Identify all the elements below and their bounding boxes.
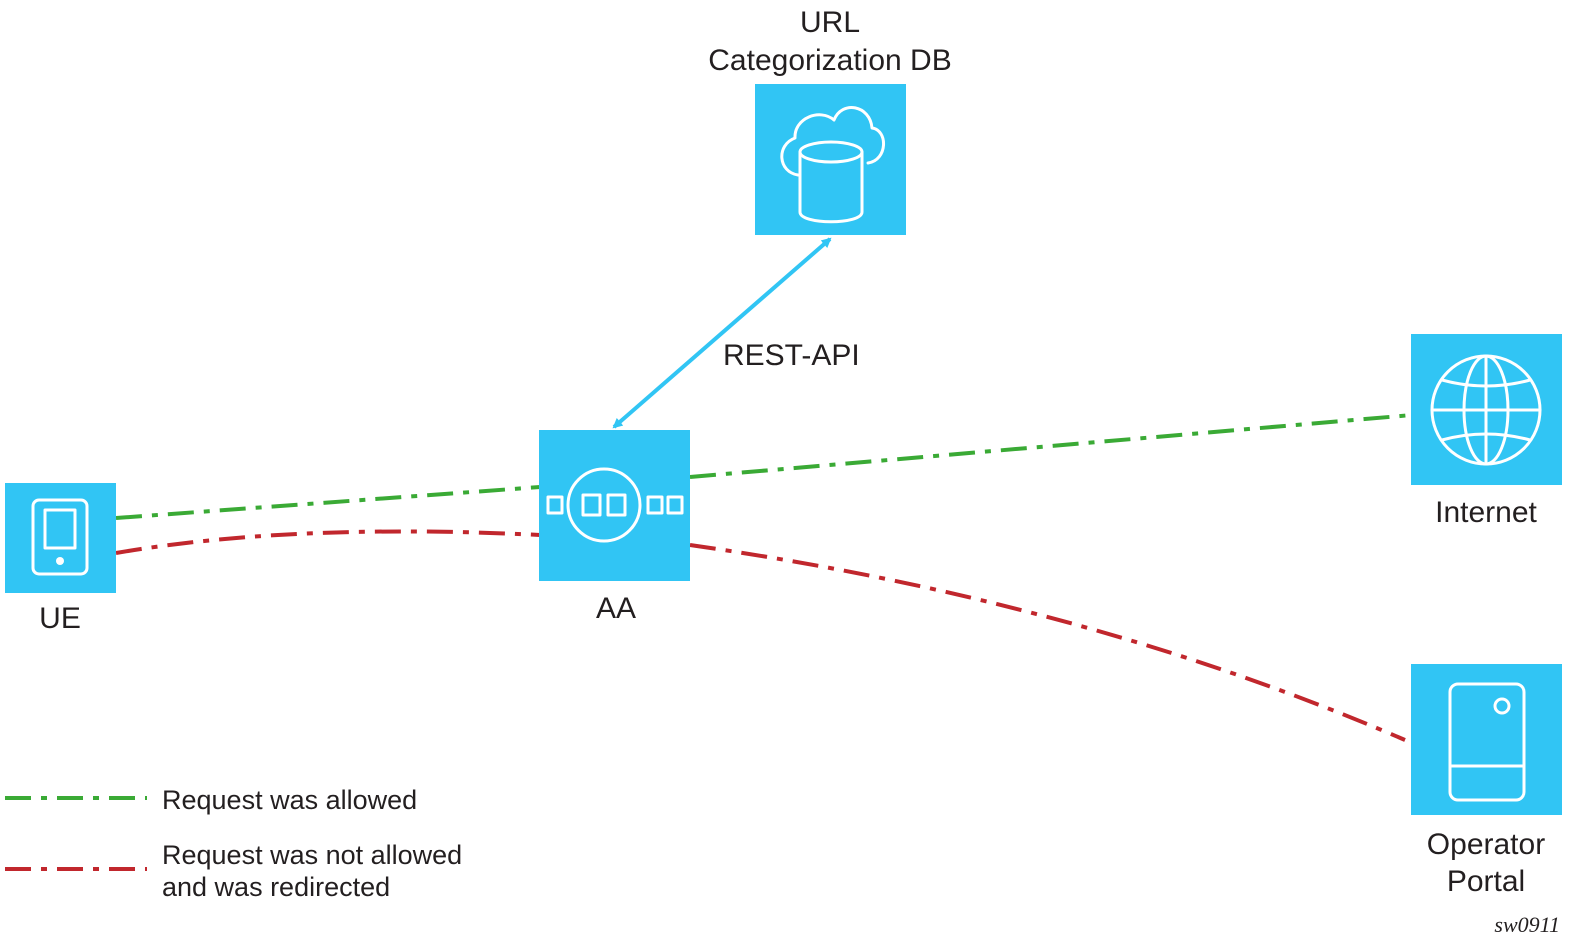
legend-redirected-label-line1: Request was not allowed <box>162 840 462 870</box>
ue-label: UE <box>39 602 81 635</box>
operator-portal-node: Operator Portal <box>1411 664 1562 898</box>
packet-processor-icon <box>546 467 684 543</box>
url-db-box <box>755 84 906 235</box>
rest-api-label: REST-API <box>723 339 860 372</box>
globe-icon <box>1430 354 1542 466</box>
url-db-label-line1: URL <box>800 6 860 39</box>
figure-id: sw0911 <box>1494 912 1560 937</box>
allowed-path-ue-to-aa <box>115 485 541 520</box>
operator-portal-label-line1: Operator <box>1427 828 1545 861</box>
legend-allowed-label: Request was allowed <box>162 785 417 815</box>
allowed-path-aa-to-internet <box>689 413 1413 479</box>
aa-label: AA <box>596 592 636 625</box>
redirected-path-ue-to-aa <box>115 529 541 555</box>
operator-portal-box <box>1411 664 1562 815</box>
url-db-label-line2: Categorization DB <box>708 44 951 77</box>
rest-api-link <box>612 237 832 429</box>
ue-node: UE <box>5 483 116 635</box>
url-db-node: URL Categorization DB <box>708 6 952 235</box>
cloud-database-icon <box>780 106 885 224</box>
legend: Request was allowed Request was not allo… <box>5 785 462 902</box>
aa-box <box>539 430 690 581</box>
redirected-path-aa-to-portal <box>689 543 1406 742</box>
server-icon <box>1448 682 1526 802</box>
mobile-device-icon <box>31 498 89 576</box>
legend-redirected-label-line2: and was redirected <box>162 872 390 902</box>
aa-node: AA <box>539 430 690 625</box>
internet-label: Internet <box>1435 496 1537 529</box>
operator-portal-label-line2: Portal <box>1447 865 1525 898</box>
internet-node: Internet <box>1411 334 1562 529</box>
